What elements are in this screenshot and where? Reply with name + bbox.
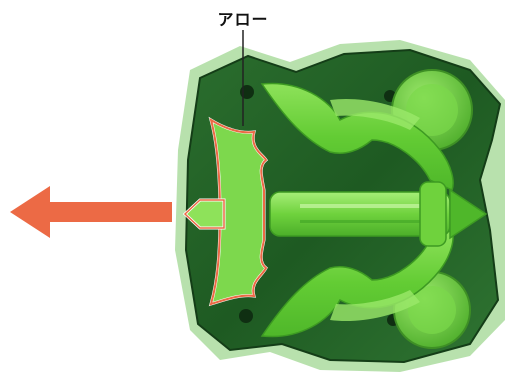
callout-label: アロー <box>217 10 269 29</box>
arrow-part-highlighted <box>182 116 269 307</box>
bow-limb-top <box>260 82 454 192</box>
direction-arrow-left <box>10 186 172 238</box>
arrow-shaft <box>269 181 488 247</box>
